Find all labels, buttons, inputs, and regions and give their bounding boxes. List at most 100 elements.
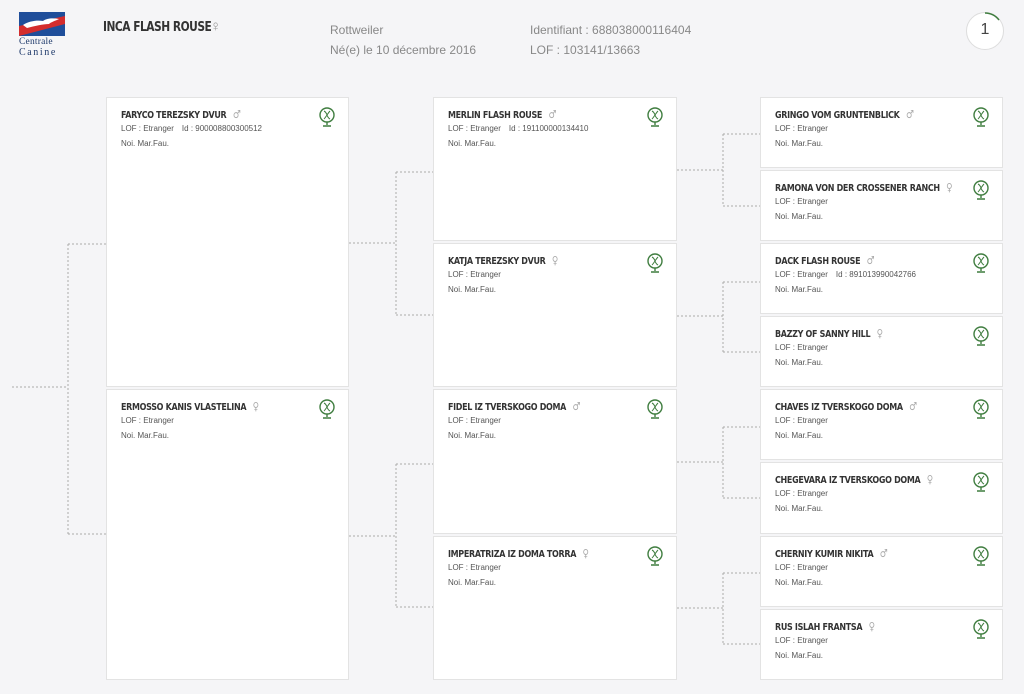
male-icon: ♂ <box>879 547 888 560</box>
dna-globe-icon[interactable] <box>972 325 990 347</box>
coat-color: Noi. Mar.Fau. <box>775 285 824 294</box>
coat-color: Noi. Mar.Fau. <box>448 285 497 294</box>
lof-status: LOF : Etranger <box>121 124 174 133</box>
lof-line: LOF : Etranger <box>448 416 509 425</box>
lof-status: LOF : Etranger <box>775 489 828 498</box>
pedigree-card-great-grandparent[interactable]: RUS ISLAH FRANTSA♀ LOF : Etranger Noi. M… <box>760 609 1003 680</box>
lof-line: LOF : Etranger <box>448 563 509 572</box>
animal-name: RUS ISLAH FRANTSA ♀ <box>775 620 875 633</box>
animal-name: IMPERATRIZA IZ DOMA TORRA ♀ <box>448 547 589 560</box>
animal-name-text: KATJA TEREZSKY DVUR <box>448 256 546 267</box>
pedigree-card-grandparent[interactable]: FIDEL IZ TVERSKOGO DOMA♂ LOF : Etranger … <box>433 389 677 534</box>
lof-status: LOF : Etranger <box>775 563 828 572</box>
lof-line: LOF : Etranger <box>775 416 836 425</box>
pedigree-card-dam[interactable]: ERMOSSO KANIS VLASTELINA ♀ LOF : Etranger… <box>106 389 349 680</box>
lof-status: LOF : Etranger <box>448 563 501 572</box>
male-icon: ♂ <box>866 254 875 267</box>
coat-color: Noi. Mar.Fau. <box>775 578 824 587</box>
lof-status: LOF : Etranger <box>775 636 828 645</box>
pedigree-card-great-grandparent[interactable]: RAMONA VON DER CROSSENER RANCH♀ LOF : Et… <box>760 170 1003 241</box>
dna-globe-icon[interactable] <box>318 106 336 128</box>
lof-status: LOF : Etranger <box>448 124 501 133</box>
lof-status: LOF : Etranger <box>775 270 828 279</box>
identifier: Identifiant : 688038000116404 <box>530 23 692 37</box>
coat-color: Noi. Mar.Fau. <box>121 139 170 148</box>
breed: Rottweiler <box>330 23 384 37</box>
dna-globe-icon[interactable] <box>972 545 990 567</box>
female-icon: ♀ <box>926 473 933 486</box>
lof-status: LOF : Etranger <box>121 416 174 425</box>
lof-number: LOF : 103141/13663 <box>530 43 641 57</box>
lof-line: LOF : Etranger <box>775 124 836 133</box>
lof-status: LOF : Etranger <box>775 197 828 206</box>
male-icon: ♂ <box>548 108 557 121</box>
animal-name: DACK FLASH ROUSE♂ <box>775 254 875 267</box>
progress-arc-icon <box>984 12 1000 21</box>
pedigree-card-great-grandparent[interactable]: GRINGO VOM GRUNTENBLICK♂ LOF : Etranger … <box>760 97 1003 168</box>
lof-line: LOF : Etranger <box>775 636 836 645</box>
animal-name-text: CHERNIY KUMIR NIKITA <box>775 549 874 560</box>
dog-name: INCA FLASH ROUSE <box>103 20 212 35</box>
lof-line: LOF : Etranger <box>775 343 836 352</box>
animal-name: FIDEL IZ TVERSKOGO DOMA♂ <box>448 400 580 413</box>
lof-status: LOF : Etranger <box>448 416 501 425</box>
animal-name: CHEGEVARA IZ TVERSKOGO DOMA♀ <box>775 473 933 486</box>
coat-color: Noi. Mar.Fau. <box>775 139 824 148</box>
logo-text-bottom: Canine <box>19 47 57 58</box>
dna-globe-icon[interactable] <box>972 179 990 201</box>
female-icon: ♀ <box>252 400 259 413</box>
male-icon: ♂ <box>232 108 241 121</box>
pedigree-card-great-grandparent[interactable]: BAZZY OF SANNY HILL♀ LOF : Etranger Noi.… <box>760 316 1003 387</box>
animal-name: CHERNIY KUMIR NIKITA ♂ <box>775 547 888 560</box>
animal-name: GRINGO VOM GRUNTENBLICK ♂ <box>775 108 914 121</box>
generation-selector[interactable]: 1 <box>966 12 1004 50</box>
lof-line: LOF : Etranger <box>121 416 182 425</box>
male-icon: ♂ <box>905 108 914 121</box>
dna-globe-icon[interactable] <box>972 618 990 640</box>
dna-globe-icon[interactable] <box>646 398 664 420</box>
pedigree-card-great-grandparent[interactable]: CHERNIY KUMIR NIKITA ♂ LOF : Etranger Noi… <box>760 536 1003 607</box>
dna-globe-icon[interactable] <box>972 398 990 420</box>
lof-status: LOF : Etranger <box>448 270 501 279</box>
pedigree-card-great-grandparent[interactable]: CHAVES IZ TVERSKOGO DOMA ♂ LOF : Etranger… <box>760 389 1003 460</box>
animal-name-text: CHAVES IZ TVERSKOGO DOMA <box>775 402 903 413</box>
dna-globe-icon[interactable] <box>318 398 336 420</box>
animal-name-text: RUS ISLAH FRANTSA <box>775 622 863 633</box>
dna-globe-icon[interactable] <box>646 252 664 274</box>
male-icon: ♂ <box>572 400 581 413</box>
lof-line: LOF : Etranger <box>775 489 836 498</box>
lof-line: LOF : Etranger Id : 891013990042766 <box>775 270 916 279</box>
female-icon: ♀ <box>210 18 222 35</box>
dna-globe-icon[interactable] <box>972 252 990 274</box>
dna-globe-icon[interactable] <box>972 471 990 493</box>
animal-name: BAZZY OF SANNY HILL♀ <box>775 327 883 340</box>
lof-status: LOF : Etranger <box>775 124 828 133</box>
female-icon: ♀ <box>868 620 875 633</box>
coat-color: Noi. Mar.Fau. <box>775 504 824 513</box>
female-icon: ♀ <box>876 327 883 340</box>
male-icon: ♂ <box>909 400 917 413</box>
birth-date: Né(e) le 10 décembre 2016 <box>330 43 477 57</box>
animal-name-text: GRINGO VOM GRUNTENBLICK <box>775 110 900 121</box>
pedigree-card-great-grandparent[interactable]: DACK FLASH ROUSE♂ LOF : Etranger Id : 891… <box>760 243 1003 314</box>
chip-id: Id : 891013990042766 <box>835 270 916 279</box>
pedigree-card-great-grandparent[interactable]: CHEGEVARA IZ TVERSKOGO DOMA♀ LOF : Etran… <box>760 462 1003 534</box>
animal-name: CHAVES IZ TVERSKOGO DOMA ♂ <box>775 400 917 413</box>
female-icon: ♀ <box>582 547 589 560</box>
female-icon: ♀ <box>551 254 559 267</box>
dna-globe-icon[interactable] <box>646 545 664 567</box>
coat-color: Noi. Mar.Fau. <box>448 139 497 148</box>
pedigree-card-grandparent[interactable]: MERLIN FLASH ROUSE♂ LOF : Etranger Id : 1… <box>433 97 677 241</box>
centrale-canine-logo[interactable]: Centrale Canine <box>19 12 67 62</box>
pedigree-card-grandparent[interactable]: IMPERATRIZA IZ DOMA TORRA ♀ LOF : Etrange… <box>433 536 677 680</box>
chip-id: Id : 900008800300512 <box>181 124 262 133</box>
animal-name-text: IMPERATRIZA IZ DOMA TORRA <box>448 549 577 560</box>
animal-name: MERLIN FLASH ROUSE♂ <box>448 108 556 121</box>
animal-name-text: ERMOSSO KANIS VLASTELINA <box>121 402 247 413</box>
chip-id: Id : 191100000134410 <box>508 124 589 133</box>
dna-globe-icon[interactable] <box>972 106 990 128</box>
dna-globe-icon[interactable] <box>646 106 664 128</box>
coat-color: Noi. Mar.Fau. <box>775 212 824 221</box>
pedigree-card-grandparent[interactable]: KATJA TEREZSKY DVUR ♀ LOF : Etranger Noi.… <box>433 243 677 387</box>
